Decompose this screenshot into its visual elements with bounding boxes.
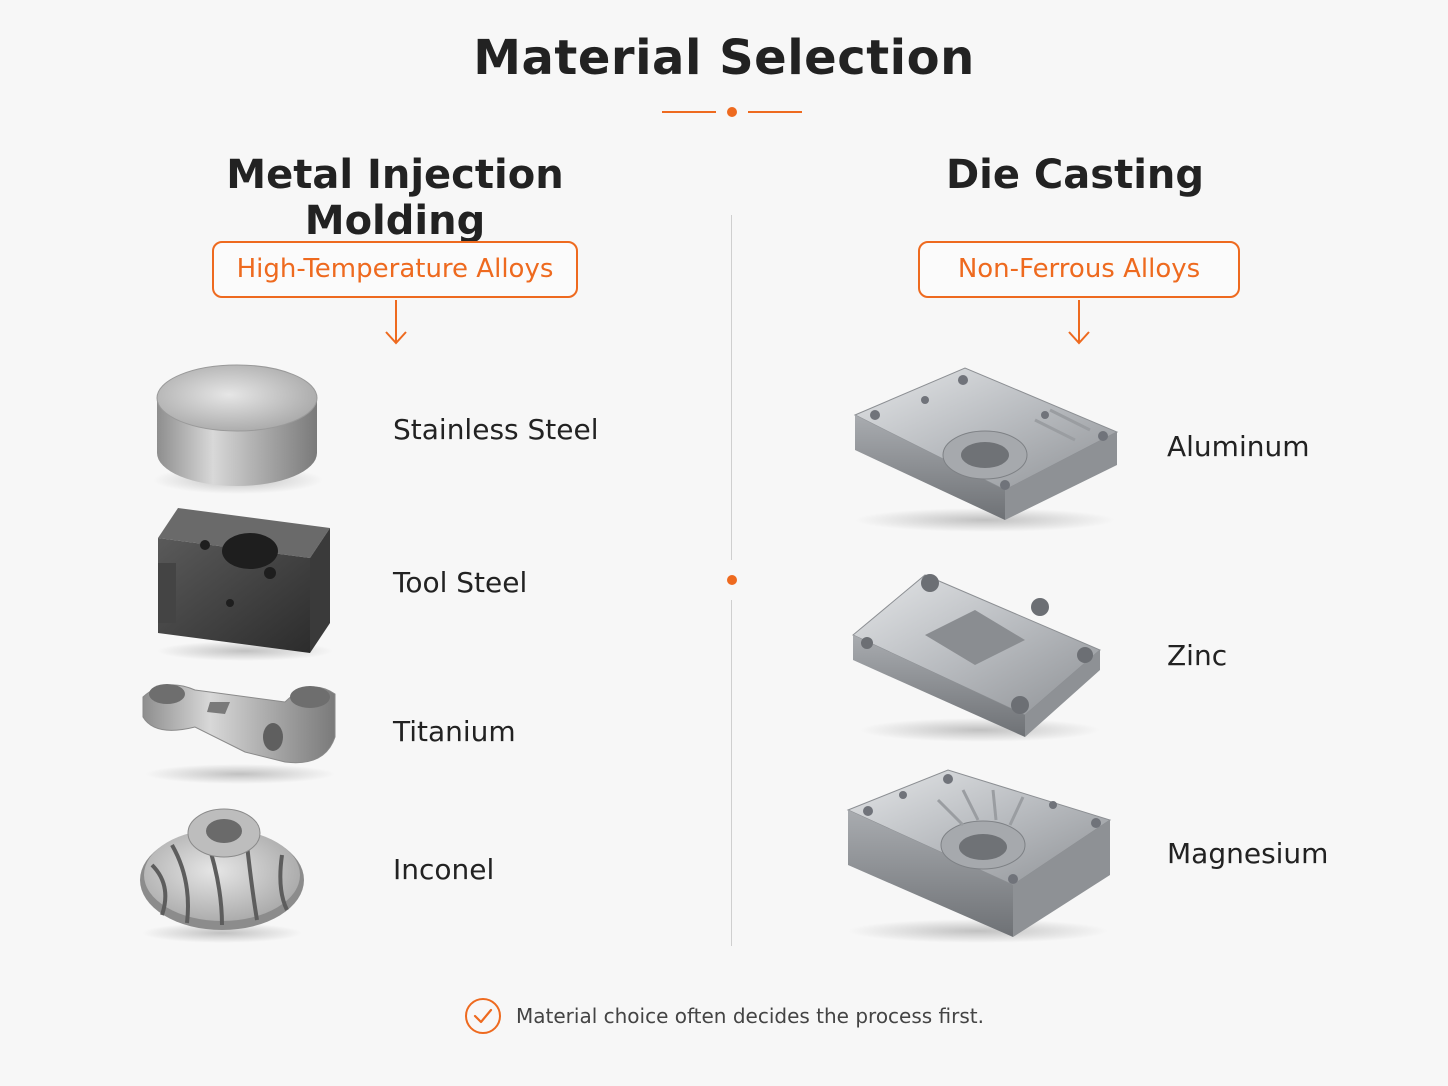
material-label-inconel: Inconel [393, 853, 495, 886]
steel-block-icon [157, 508, 333, 661]
titanium-bracket-icon [142, 684, 336, 784]
page-title: Material Selection [473, 30, 975, 86]
impeller-icon [140, 808, 304, 943]
material-label-magnesium: Magnesium [1167, 837, 1329, 870]
arrow-down-icon [385, 300, 407, 345]
material-label-zinc: Zinc [1167, 639, 1228, 672]
check-circle-icon [465, 998, 501, 1034]
arrow-down-icon [1068, 300, 1090, 345]
mim-heading: Metal Injection Molding [226, 152, 564, 244]
zinc-bracket-icon [852, 574, 1101, 742]
material-label-aluminum: Aluminum [1167, 430, 1310, 463]
title-divider [662, 107, 802, 117]
divider-dot [727, 575, 737, 585]
high-temp-alloys-badge: High-Temperature Alloys [212, 241, 578, 298]
die-casting-heading: Die Casting [945, 152, 1205, 198]
footer-note: Material choice often decides the proces… [0, 996, 1448, 1036]
material-label-tool-steel: Tool Steel [393, 566, 528, 599]
steel-puck-icon [153, 364, 323, 494]
non-ferrous-alloys-badge: Non-Ferrous Alloys [918, 241, 1240, 298]
material-label-titanium: Titanium [393, 715, 516, 748]
column-divider [731, 215, 732, 560]
footer-text: Material choice often decides the proces… [516, 1004, 984, 1028]
magnesium-housing-icon [846, 769, 1112, 943]
aluminum-housing-icon [853, 367, 1119, 532]
material-label-stainless-steel: Stainless Steel [393, 413, 599, 446]
column-divider [731, 600, 732, 946]
